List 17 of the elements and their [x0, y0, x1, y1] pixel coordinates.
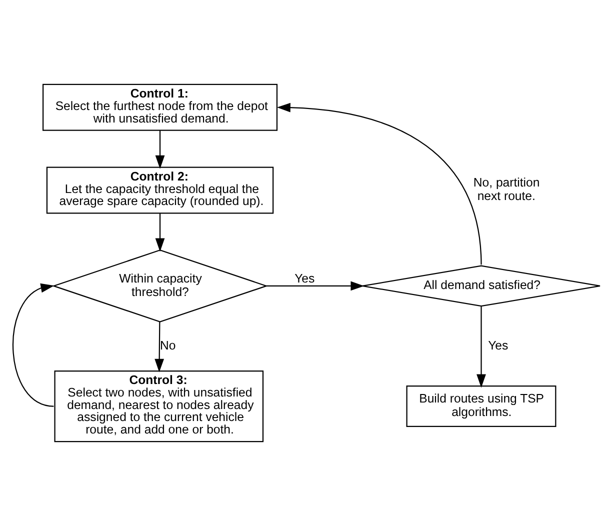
arrow [12, 282, 54, 406]
arrow [276, 102, 482, 264]
node-box: Control 3: Select two nodes, with unsatisfied demand, nearest to nodes already assigned to the current vehicle route, and add one or both. [54, 370, 264, 442]
arrow [476, 306, 486, 388]
edge-label: No, partition next route. [473, 175, 540, 203]
arrow [154, 321, 164, 372]
arrow [155, 130, 165, 168]
arrow [266, 280, 364, 290]
node-box: Control 2: Let the capacity threshold equal the average spare capacity (rounded up). [46, 166, 274, 214]
node-box: Control 1: Select the furthest node from the depot with unsatisfied demand. [42, 83, 278, 130]
edge-label: Yes [488, 338, 508, 352]
node-diamond: Within capacity threshold? [52, 249, 268, 322]
node-diamond: All demand satisfied? [362, 264, 601, 306]
edge-label: No [160, 338, 176, 352]
edge-label: Yes [294, 270, 315, 285]
node-box: Build routes using TSP algorithms. [406, 385, 556, 426]
arrow [155, 213, 165, 252]
